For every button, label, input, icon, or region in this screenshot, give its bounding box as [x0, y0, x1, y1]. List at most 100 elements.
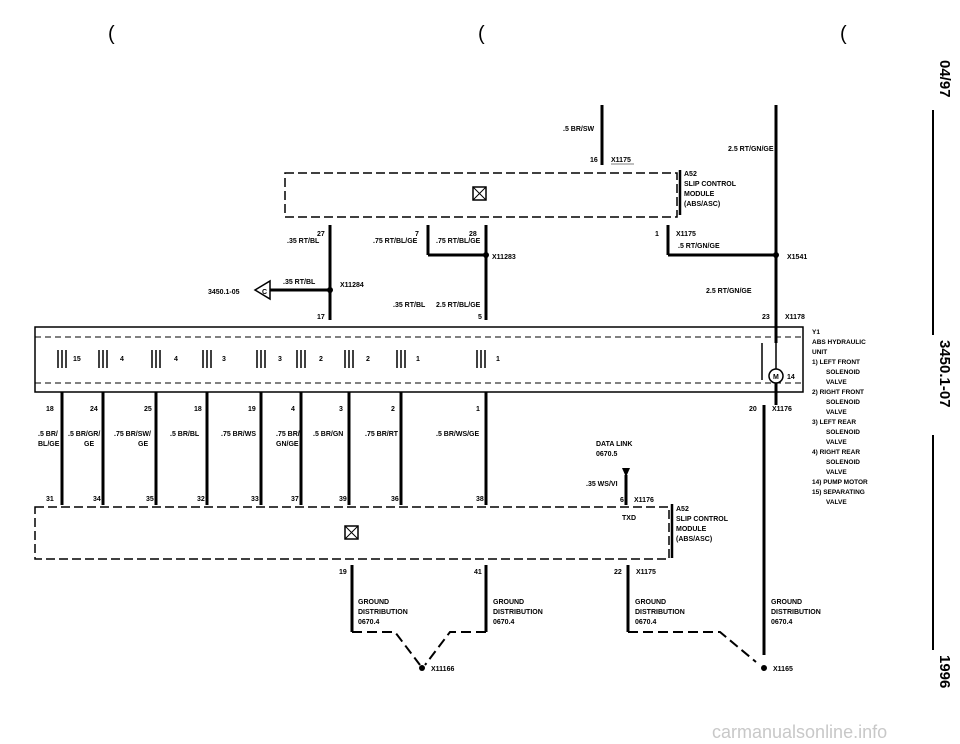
unit-item: VALVE — [826, 499, 847, 506]
connector-label: X1541 — [787, 254, 807, 261]
unit-item: 1) LEFT FRONT — [812, 359, 860, 366]
wire-label: GE — [84, 441, 94, 448]
pin-label: 2 — [391, 406, 395, 413]
valve-label: 15 — [73, 356, 81, 363]
ground-label: DISTRIBUTION — [358, 609, 408, 616]
pin-label: 6 — [620, 497, 624, 504]
valve-label: 3 — [278, 356, 282, 363]
pin-label: 7 — [415, 231, 419, 238]
margin-mark: ( — [478, 23, 485, 45]
unit-item: SOLENOID — [826, 399, 860, 406]
wire-label: .5 BR/SW — [563, 126, 595, 133]
pin-label: 39 — [339, 496, 347, 503]
ground-point-icon — [761, 665, 767, 671]
watermark: carmanualsonline.info — [712, 722, 887, 742]
splice-dot — [773, 252, 779, 258]
ground-links — [352, 631, 757, 666]
valve-label: 4 — [174, 356, 178, 363]
wire-label: .35 RT/BL — [393, 302, 426, 309]
pin-label: 5 — [478, 314, 482, 321]
ground-label: 0670.4 — [358, 619, 380, 626]
pin-label: 25 — [144, 406, 152, 413]
side-page: 3450.1-07 — [936, 340, 953, 408]
ground-label: 0670.4 — [635, 619, 657, 626]
pin-label: 19 — [248, 406, 256, 413]
module-line: MODULE — [676, 526, 707, 533]
valve-symbols — [57, 350, 486, 368]
pin-label: 20 — [749, 406, 757, 413]
unit-line: UNIT — [812, 349, 827, 356]
valve-label: 3 — [222, 356, 226, 363]
data-link-ref: 0670.5 — [596, 451, 618, 458]
wire-label: .5 RT/GN/GE — [678, 243, 720, 250]
pin-label: 3 — [339, 406, 343, 413]
pin-label: 37 — [291, 496, 299, 503]
ground-label: 0670.4 — [771, 619, 793, 626]
pin-label: 24 — [90, 406, 98, 413]
module-line: (ABS/ASC) — [684, 201, 720, 208]
ground-label: GROUND — [358, 599, 389, 606]
wire-label: .75 BR/RT — [365, 431, 399, 438]
pin-label: 22 — [614, 569, 622, 576]
wire-label: .5 BR/GR/ — [68, 431, 100, 438]
margin-mark: ( — [108, 23, 115, 45]
wire-label: .75 RT/BL/GE — [436, 238, 481, 245]
wire-label: .5 BR/ — [38, 431, 58, 438]
motor-letter: M — [773, 374, 779, 381]
side-date: 04/97 — [936, 60, 953, 98]
connector-label: X11283 — [492, 254, 516, 261]
pin-label: 32 — [197, 496, 205, 503]
valve-label: 1 — [416, 356, 420, 363]
unit-line: ABS HYDRAULIC — [812, 339, 866, 346]
valve-label: 4 — [120, 356, 124, 363]
connector-label: X11166 — [431, 666, 454, 673]
unit-item: SOLENOID — [826, 369, 860, 376]
splice-dot — [483, 252, 489, 258]
pin-label: 34 — [93, 496, 101, 503]
pin-label: 23 — [762, 314, 770, 321]
wire-label: .75 BR/SW/ — [114, 431, 151, 438]
wire-label: .35 RT/BL — [283, 279, 316, 286]
valve-label: 2 — [366, 356, 370, 363]
module-line: MODULE — [684, 191, 715, 198]
valve-label: 2 — [319, 356, 323, 363]
unit-item: 3) LEFT REAR — [812, 419, 856, 426]
valve-label: 14 — [787, 374, 795, 381]
unit-item: VALVE — [826, 439, 847, 446]
wire-label: .75 BR/ — [276, 431, 300, 438]
pin-label: 19 — [339, 569, 347, 576]
unit-item: 14) PUMP MOTOR — [812, 479, 868, 486]
wire-label: BL/GE — [38, 441, 60, 448]
module-box-top — [284, 172, 678, 218]
wire-label: .5 BR/WS/GE — [436, 431, 480, 438]
module-line: (ABS/ASC) — [676, 536, 712, 543]
ground-point-icon — [419, 665, 425, 671]
module-title: A52 — [676, 506, 689, 513]
pin-label: 18 — [46, 406, 54, 413]
connector-label: X1175 — [611, 157, 631, 164]
pin-label: 28 — [469, 231, 477, 238]
pin-label: 17 — [317, 314, 325, 321]
unit-item: VALVE — [826, 469, 847, 476]
txd-label: TXD — [622, 515, 636, 522]
module-box-bottom — [34, 506, 670, 560]
ground-label: GROUND — [635, 599, 666, 606]
ref-letter: C — [262, 289, 267, 296]
side-year: 1996 — [936, 655, 953, 688]
ground-label: DISTRIBUTION — [635, 609, 685, 616]
wire-label: 2.5 RT/BL/GE — [436, 302, 481, 309]
pin-label: 31 — [46, 496, 54, 503]
module-symbol — [344, 525, 359, 540]
pin-label: 41 — [474, 569, 482, 576]
pin-label: 35 — [146, 496, 154, 503]
connector-label: X11284 — [340, 282, 364, 289]
hydraulic-unit-box — [34, 326, 804, 393]
connector-label: X1165 — [773, 666, 793, 673]
wire-label: GE — [138, 441, 148, 448]
unit-item: 4) RIGHT REAR — [812, 449, 860, 456]
pin-label: 1 — [476, 406, 480, 413]
pin-label: 27 — [317, 231, 325, 238]
connector-label: X1175 — [676, 231, 696, 238]
unit-item: SOLENOID — [826, 459, 860, 466]
